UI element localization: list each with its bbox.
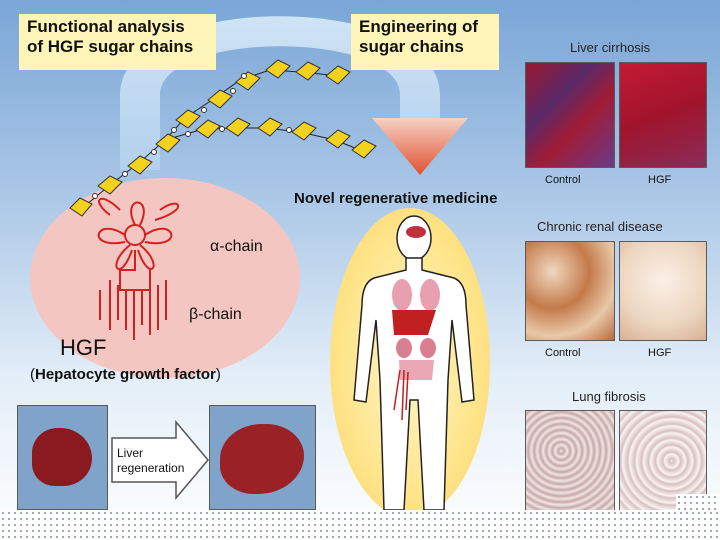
center-title: Novel regenerative medicine <box>294 190 498 207</box>
liver-after-image <box>209 405 316 510</box>
hgf-full-name: (Hepatocyte growth factor) <box>30 366 221 383</box>
renal-hgf-label: HGF <box>648 347 672 359</box>
functional-analysis-header: Functional analysis of HGF sugar chains <box>19 14 216 70</box>
renal-hgf-image <box>619 241 707 341</box>
alpha-chain-label: α-chain <box>210 238 263 255</box>
hgf-full-name-open: ( <box>30 366 35 383</box>
renal-control-image <box>525 241 615 341</box>
hgf-full-name-text: Hepatocyte growth factor <box>35 366 216 383</box>
right-arrow-icon <box>111 420 209 500</box>
engineering-header: Engineering of sugar chains <box>351 14 499 70</box>
renal-title: Chronic renal disease <box>537 219 663 234</box>
liver-regeneration-arrow-text: Liver regeneration <box>117 446 184 476</box>
cirrhosis-hgf-image <box>619 62 707 168</box>
human-body-icon <box>353 215 475 511</box>
hgf-structure-icon <box>97 197 180 340</box>
lung-control-image <box>525 410 615 512</box>
footer-stipple <box>0 510 720 540</box>
cirrhosis-hgf-label: HGF <box>648 174 672 186</box>
beta-chain-label: β-chain <box>189 306 242 323</box>
renal-control-label: Control <box>545 347 581 359</box>
cirrhosis-title: Liver cirrhosis <box>570 40 651 55</box>
functional-analysis-line1: Functional analysis <box>27 17 185 36</box>
liver-regeneration-line1: Liver <box>117 446 144 460</box>
engineering-line2: sugar chains <box>359 37 464 56</box>
liver-regeneration-line2: regeneration <box>117 461 185 475</box>
hgf-name: HGF <box>60 335 107 360</box>
cirrhosis-control-image <box>525 62 615 168</box>
functional-analysis-line2: of HGF sugar chains <box>27 37 194 56</box>
footer-stipple-corner <box>676 494 720 510</box>
engineering-line1: Engineering of <box>359 17 478 36</box>
liver-before-image <box>17 405 108 510</box>
hgf-full-name-close: ) <box>215 366 221 383</box>
lung-title: Lung fibrosis <box>572 389 646 404</box>
cirrhosis-control-label: Control <box>545 174 581 186</box>
